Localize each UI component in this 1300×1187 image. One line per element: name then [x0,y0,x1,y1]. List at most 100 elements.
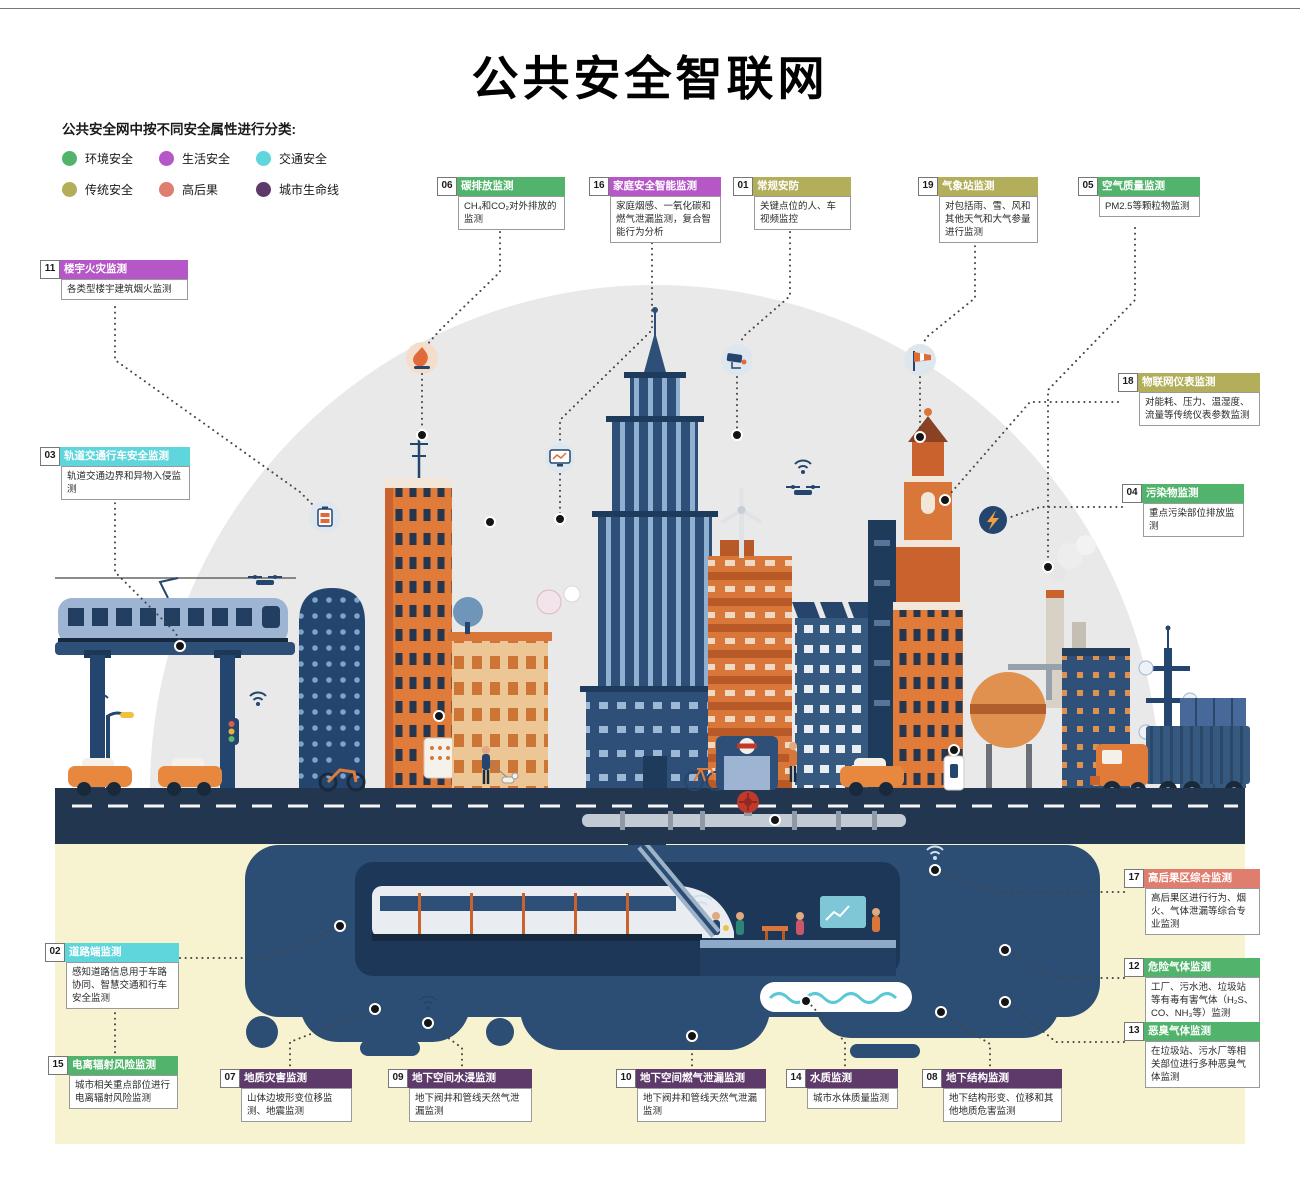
callout-title: 电离辐射风险监测 [68,1056,178,1075]
smart-kiosk [943,755,965,791]
drone-icon [248,575,282,585]
callout-title: 高后果区综合监测 [1144,869,1260,888]
callout-desc: 城市相关重点部位进行电离辐射风险监测 [69,1074,178,1109]
monorail [55,577,296,788]
callout-desc: 地下阀井和管线天然气泄漏监测 [409,1087,532,1122]
callout-desc: 感知道路信息用于车路协同、智慧交通和行车安全监测 [66,961,179,1009]
callout-number: 14 [786,1069,806,1088]
callout-number: 02 [45,943,65,962]
industrial-zone [970,535,1130,790]
traffic-light [224,718,239,788]
legend-label: 传统安全 [85,183,134,197]
callout-desc: 对包括雨、雪、风和其他天气和大气参量进行监测 [939,195,1038,243]
callout-number: 04 [1122,484,1142,503]
meter-icon [309,501,341,533]
legend-dot-icon [256,151,271,166]
navy-slab-building [868,520,896,790]
legend-label: 生活安全 [182,152,231,166]
legend-label: 高后果 [182,183,219,197]
callout-number: 15 [48,1056,68,1075]
power-icon [979,506,1007,534]
legend-label: 交通安全 [279,152,328,166]
callout-title: 恶臭气体监测 [1144,1022,1260,1041]
callout-title: 家庭安全智能监测 [609,177,721,196]
legend-label: 城市生命线 [279,183,340,197]
legend-item-traditional: 传统安全 [62,181,159,198]
callout-number: 19 [918,177,938,196]
page-subtitle: 公共安全网中按不同安全属性进行分类: [62,122,296,137]
callout-number: 16 [589,177,609,196]
street-lamp [106,711,134,788]
callout-number: 06 [437,177,457,196]
callout-desc: 家庭烟感、一氧化碳和燃气泄漏监测，复合智能行为分析 [610,195,721,243]
callout-number: 03 [40,447,60,466]
callout-number: 07 [220,1069,240,1088]
callout-title: 水质监测 [806,1069,898,1088]
callout-title: 常规安防 [753,177,851,196]
legend-dot-icon [62,182,77,197]
callout-title: 危险气体监测 [1144,958,1260,977]
callout-number: 01 [733,177,753,196]
callout-desc: 地下结构形变、位移和其他地质危害监测 [943,1087,1062,1122]
callout-number: 10 [616,1069,636,1088]
callout-desc: 重点污染部位排放监测 [1143,502,1244,537]
callout-title: 物联网仪表监测 [1138,373,1260,392]
callout-desc: CH₄和CO₂对外排放的监测 [458,195,565,230]
orange-tower [385,430,455,790]
callout-desc: 工厂、污水池、垃圾站等有毒有害气体（H₂S、CO、NH₃等）监测 [1145,976,1260,1024]
callout-title: 空气质量监测 [1098,177,1200,196]
callout-title: 地下空间燃气泄漏监测 [636,1069,766,1088]
legend-item-life: 生活安全 [159,150,256,167]
page-title: 公共安全智联网 [471,52,829,105]
callout-number: 09 [388,1069,408,1088]
platform-scene [700,896,896,976]
gas-pipe [582,791,906,830]
callout-title: 气象站监测 [938,177,1038,196]
callout-title: 楼宇火灾监测 [60,260,188,279]
callout-number: 11 [40,260,60,279]
callout-title: 地下结构监测 [942,1069,1062,1088]
callout-desc: PM2.5等颗粒物监测 [1099,195,1200,217]
wifi-icon [249,691,267,706]
legend-dot-icon [159,182,174,197]
callout-number: 12 [1124,958,1144,977]
tan-building [448,585,581,790]
callout-desc: 在垃圾站、污水厂等相关部位进行多种恶臭气体监测 [1145,1040,1260,1088]
callout-desc: 山体边坡形变位移监测、地震监测 [241,1087,352,1122]
wifi-icon [794,459,812,474]
callout-title: 污染物监测 [1142,484,1244,503]
drone-icon [786,485,820,495]
callout-title: 道路端监测 [65,943,179,962]
legend-label: 环境安全 [85,152,134,166]
water-pipe [760,982,912,1012]
callout-title: 地下空间水浸监测 [408,1069,532,1088]
taxi [158,758,222,796]
round-top-building [299,588,365,790]
wifi-icon [419,995,437,1010]
central-skyscraper [580,307,730,790]
windsock-icon [904,344,936,376]
top-rule [0,8,1300,9]
callout-title: 碳排放监测 [457,177,565,196]
callout-desc: 关键点位的人、车视频监控 [754,195,851,230]
callout-number: 17 [1124,869,1144,888]
callout-desc: 轨道交通边界和异物入侵监测 [61,465,190,500]
subway-entrance [716,736,778,790]
